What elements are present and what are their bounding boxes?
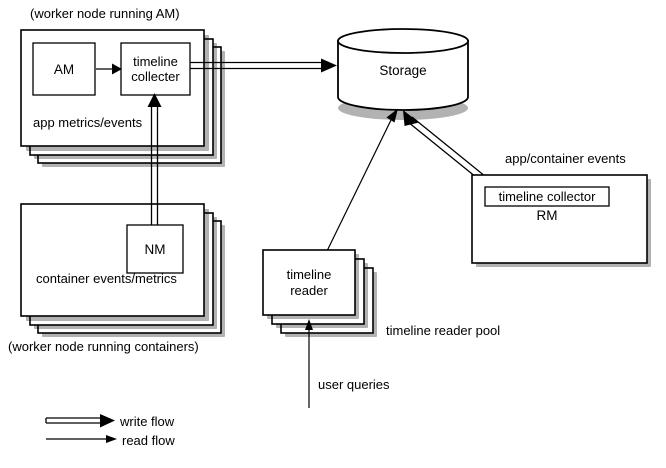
am-text: AM: [53, 61, 75, 77]
legend-read-flow-label: read flow: [122, 432, 175, 450]
timeline-collecter-label: timeline collecter: [121, 43, 190, 95]
label-app-container-events-text: app/container events: [505, 151, 626, 166]
am-to-collecter-arrow: [96, 63, 122, 75]
timeline-reader-stack: [262, 249, 377, 337]
read-flow-user-queries: [305, 319, 313, 408]
legend-write-flow-label: write flow: [120, 413, 174, 431]
label-user-queries: user queries: [318, 376, 390, 394]
read-flow-reader-to-storage: [326, 108, 398, 252]
legend-write-flow-arrow: [45, 414, 115, 428]
label-timeline-reader-pool-text: timeline reader pool: [386, 323, 501, 338]
write-flow-collecter-to-storage: [190, 58, 337, 73]
timeline-collecter-box: [120, 42, 191, 96]
timeline-reader-label: timeline reader: [263, 250, 355, 315]
label-worker-node-containers-text: (worker node running containers): [8, 339, 199, 354]
timeline-reader-text-line2: reader: [290, 282, 328, 298]
legend-write-flow-text: write flow: [120, 414, 175, 429]
am-box: [32, 42, 96, 96]
storage-label: Storage: [338, 52, 468, 88]
rm-label: RM: [485, 208, 609, 223]
label-worker-node-containers: (worker node running containers): [8, 338, 199, 356]
timeline-reader-text-line1: timeline: [286, 267, 332, 283]
storage-cylinder: [337, 28, 469, 120]
am-label: AM: [33, 43, 95, 95]
label-app-container-events: app/container events: [505, 150, 626, 168]
rm-timeline-collector-label: timeline collector: [485, 187, 609, 206]
label-container-events: container events/metrics: [36, 270, 177, 288]
label-user-queries-text: user queries: [318, 377, 390, 392]
timeline-collecter-text-line1: timeline: [133, 53, 178, 69]
nm-text: NM: [144, 241, 166, 257]
rm-timeline-collector-text: timeline collector: [498, 189, 596, 204]
storage-text: Storage: [379, 62, 427, 78]
nm-box: [126, 224, 184, 274]
label-app-metrics: app metrics/events: [33, 114, 142, 132]
label-worker-node-am-text: (worker node running AM): [30, 6, 180, 21]
write-flow-nm-to-collecter: [147, 93, 162, 225]
legend-read-flow-text: read flow: [122, 433, 175, 448]
rm-text: RM: [536, 208, 558, 223]
label-timeline-reader-pool: timeline reader pool: [386, 322, 500, 340]
label-app-metrics-text: app metrics/events: [33, 115, 143, 130]
nm-label: NM: [127, 225, 183, 273]
rm-box: [471, 174, 651, 267]
label-container-events-text: container events/metrics: [36, 271, 177, 286]
label-worker-node-am: (worker node running AM): [30, 5, 180, 23]
timeline-collecter-text-line2: collecter: [131, 69, 180, 84]
legend-read-flow-arrow: [46, 435, 117, 443]
